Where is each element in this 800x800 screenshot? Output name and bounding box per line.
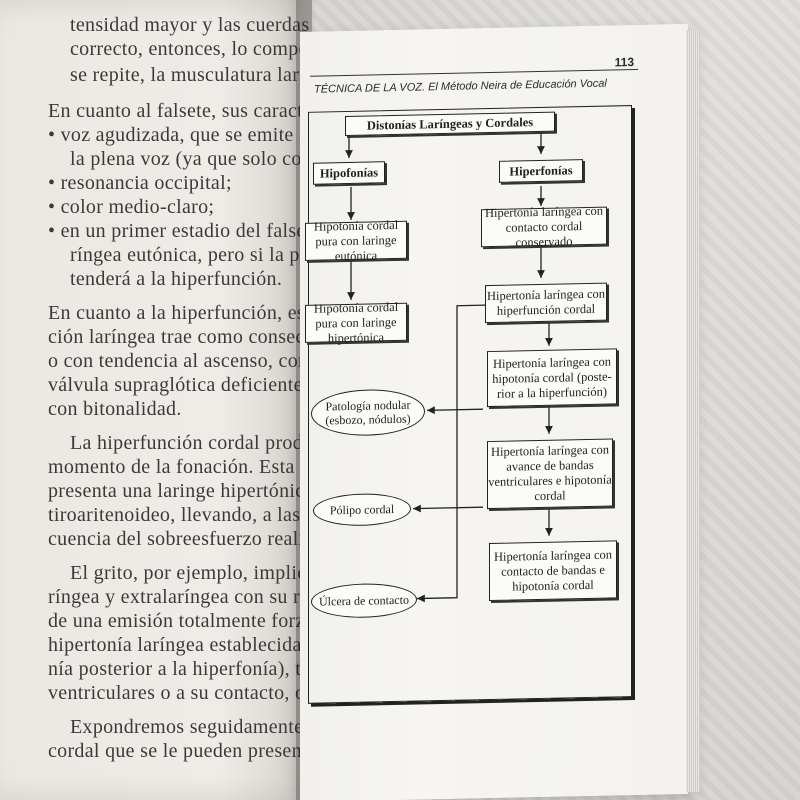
left-book-page: tensidad mayor y las cuerdas vocales no … xyxy=(0,0,312,800)
arrow-to-ellipse-1 xyxy=(427,406,483,415)
text-line: ventriculares o a su contacto, o a la fo… xyxy=(48,682,312,704)
text-line: cordal que se le pueden presentar al ter… xyxy=(48,740,312,762)
text-line: hipertonía laríngea establecida con la c… xyxy=(48,634,312,656)
arrow-to-ellipse-2 xyxy=(413,504,483,513)
running-header: TÉCNICA DE LA VOZ. El Método Neira de Ed… xyxy=(314,77,607,96)
text-line: Expondremos seguidamente los diversos ca… xyxy=(70,716,312,738)
page-edge-stack xyxy=(686,29,700,793)
text-line: nía posterior a la hiperfonía), también,… xyxy=(48,658,312,680)
text-line: ríngea y extralaríngea con su respectivo… xyxy=(48,586,312,608)
hipo-box-1: Hipotonía cordal pura con laringe eutóni… xyxy=(305,217,407,263)
text-line: En cuanto al falsete, sus característica… xyxy=(48,100,312,122)
text-line: o con tendencia al ascenso, con musculat… xyxy=(48,350,312,372)
text-line: con bitonalidad. xyxy=(48,398,182,420)
text-line: se repite, la musculatura laríngea tende… xyxy=(70,64,312,86)
text-line: • color medio-claro; xyxy=(48,196,215,218)
diagram-frame: Distonías Laríngeas y Cordales Hipofonía… xyxy=(305,105,632,704)
hipofonias-label: Hipofonías xyxy=(313,161,385,185)
text-line: válvula supraglótica deficiente y sonido… xyxy=(48,374,312,396)
hiper-box-4: Hipertonía laríngea con avance de bandas… xyxy=(487,438,613,510)
text-line: cuencia del sobreesfuerzo realizado ante… xyxy=(48,528,312,550)
right-book-page: TÉCNICA DE LA VOZ. El Método Neira de Ed… xyxy=(300,23,688,800)
text-line: tensidad mayor y las cuerdas vocales no … xyxy=(70,14,312,36)
bracket-line xyxy=(417,304,485,603)
text-line: En cuanto a la hiperfunción, esta puede … xyxy=(48,302,312,324)
text-line: El grito, por ejemplo, implica una hiper… xyxy=(70,562,312,584)
hiper-box-1: Hipertonía laríngea con contacto cordal … xyxy=(481,203,607,249)
hipo-box-2: Hipotonía cordal pura con laringe hipert… xyxy=(305,299,407,345)
page-number: 113 xyxy=(614,55,634,70)
text-line: correcto, entonces, lo compensará hacien… xyxy=(70,38,312,60)
flow-connectors xyxy=(345,129,553,603)
text-line: tenderá a la hiperfunción. xyxy=(70,268,283,290)
text-line: • en un primer estadio del falsete, se p… xyxy=(48,220,312,242)
header-rule xyxy=(310,68,638,77)
text-line: presenta una laringe hipertónica, se con… xyxy=(48,480,312,502)
hiper-box-3: Hipertonía laríngea con hipotonía cordal… xyxy=(487,348,617,408)
text-line: ríngea eutónica, pero si la persona hace… xyxy=(70,244,312,266)
hiperfonias-label: Hiperfonías xyxy=(499,159,583,183)
text-line: • resonancia occipital; xyxy=(48,172,232,194)
text-line: tiroaritenoideo, llevando, a las cuerdas… xyxy=(48,504,312,526)
hiper-box-5: Hipertonía laríngea con contacto de band… xyxy=(489,540,617,602)
text-line: ción laríngea trae como consecuencia una… xyxy=(48,326,312,348)
text-line: de una emisión totalmente forzada que pu… xyxy=(48,610,312,632)
text-line: • voz agudizada, que se emite generalmen… xyxy=(48,124,312,146)
text-line: momento de la fonación. Esta hiperfunció… xyxy=(48,456,312,478)
hiper-box-2: Hipertonía laríngea con hiperfunción cor… xyxy=(485,282,607,324)
text-line: la plena voz (ya que solo contactan los … xyxy=(70,148,312,170)
text-line: La hiperfunción cordal produce una hiper… xyxy=(70,432,312,454)
